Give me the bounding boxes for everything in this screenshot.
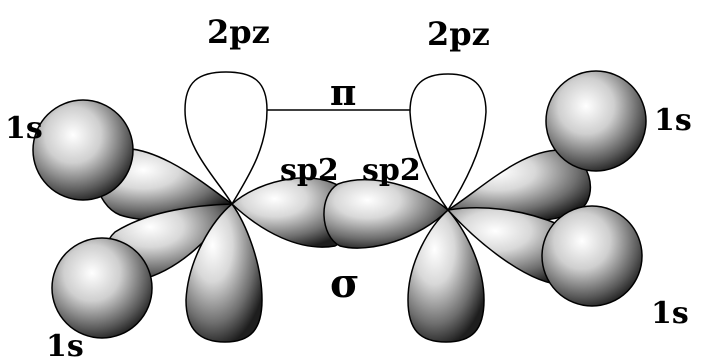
right-sp2-label: sp2: [362, 153, 421, 188]
left-bottom-1s-label: 1s: [46, 329, 84, 362]
right-top-hydrogen-1s-sphere: [545, 70, 647, 172]
right-2pz-label: 2pz: [427, 15, 490, 53]
right-bottom-1s-label: 1s: [651, 296, 689, 331]
left-top-hydrogen-1s-sphere: [32, 99, 134, 201]
left-bottom-hydrogen-1s-sphere: [51, 237, 153, 339]
left-sp2-label: sp2: [280, 153, 339, 188]
pi-bond-label: π: [330, 72, 356, 114]
left-2pz-label: 2pz: [207, 13, 270, 51]
right-2pz-lower-lobe: [407, 208, 485, 343]
left-2pz-lower-lobe: [185, 202, 263, 343]
right-top-1s-label: 1s: [654, 103, 692, 138]
right-bottom-hydrogen-1s-sphere: [541, 205, 643, 307]
sigma-bond-label: σ: [330, 260, 360, 307]
right-carbon-sp2-sigma-lobe: [323, 178, 450, 249]
right-2pz-upper-lobe: [409, 73, 487, 212]
left-top-1s-label: 1s: [5, 111, 43, 146]
left-2pz-upper-lobe: [184, 71, 268, 206]
